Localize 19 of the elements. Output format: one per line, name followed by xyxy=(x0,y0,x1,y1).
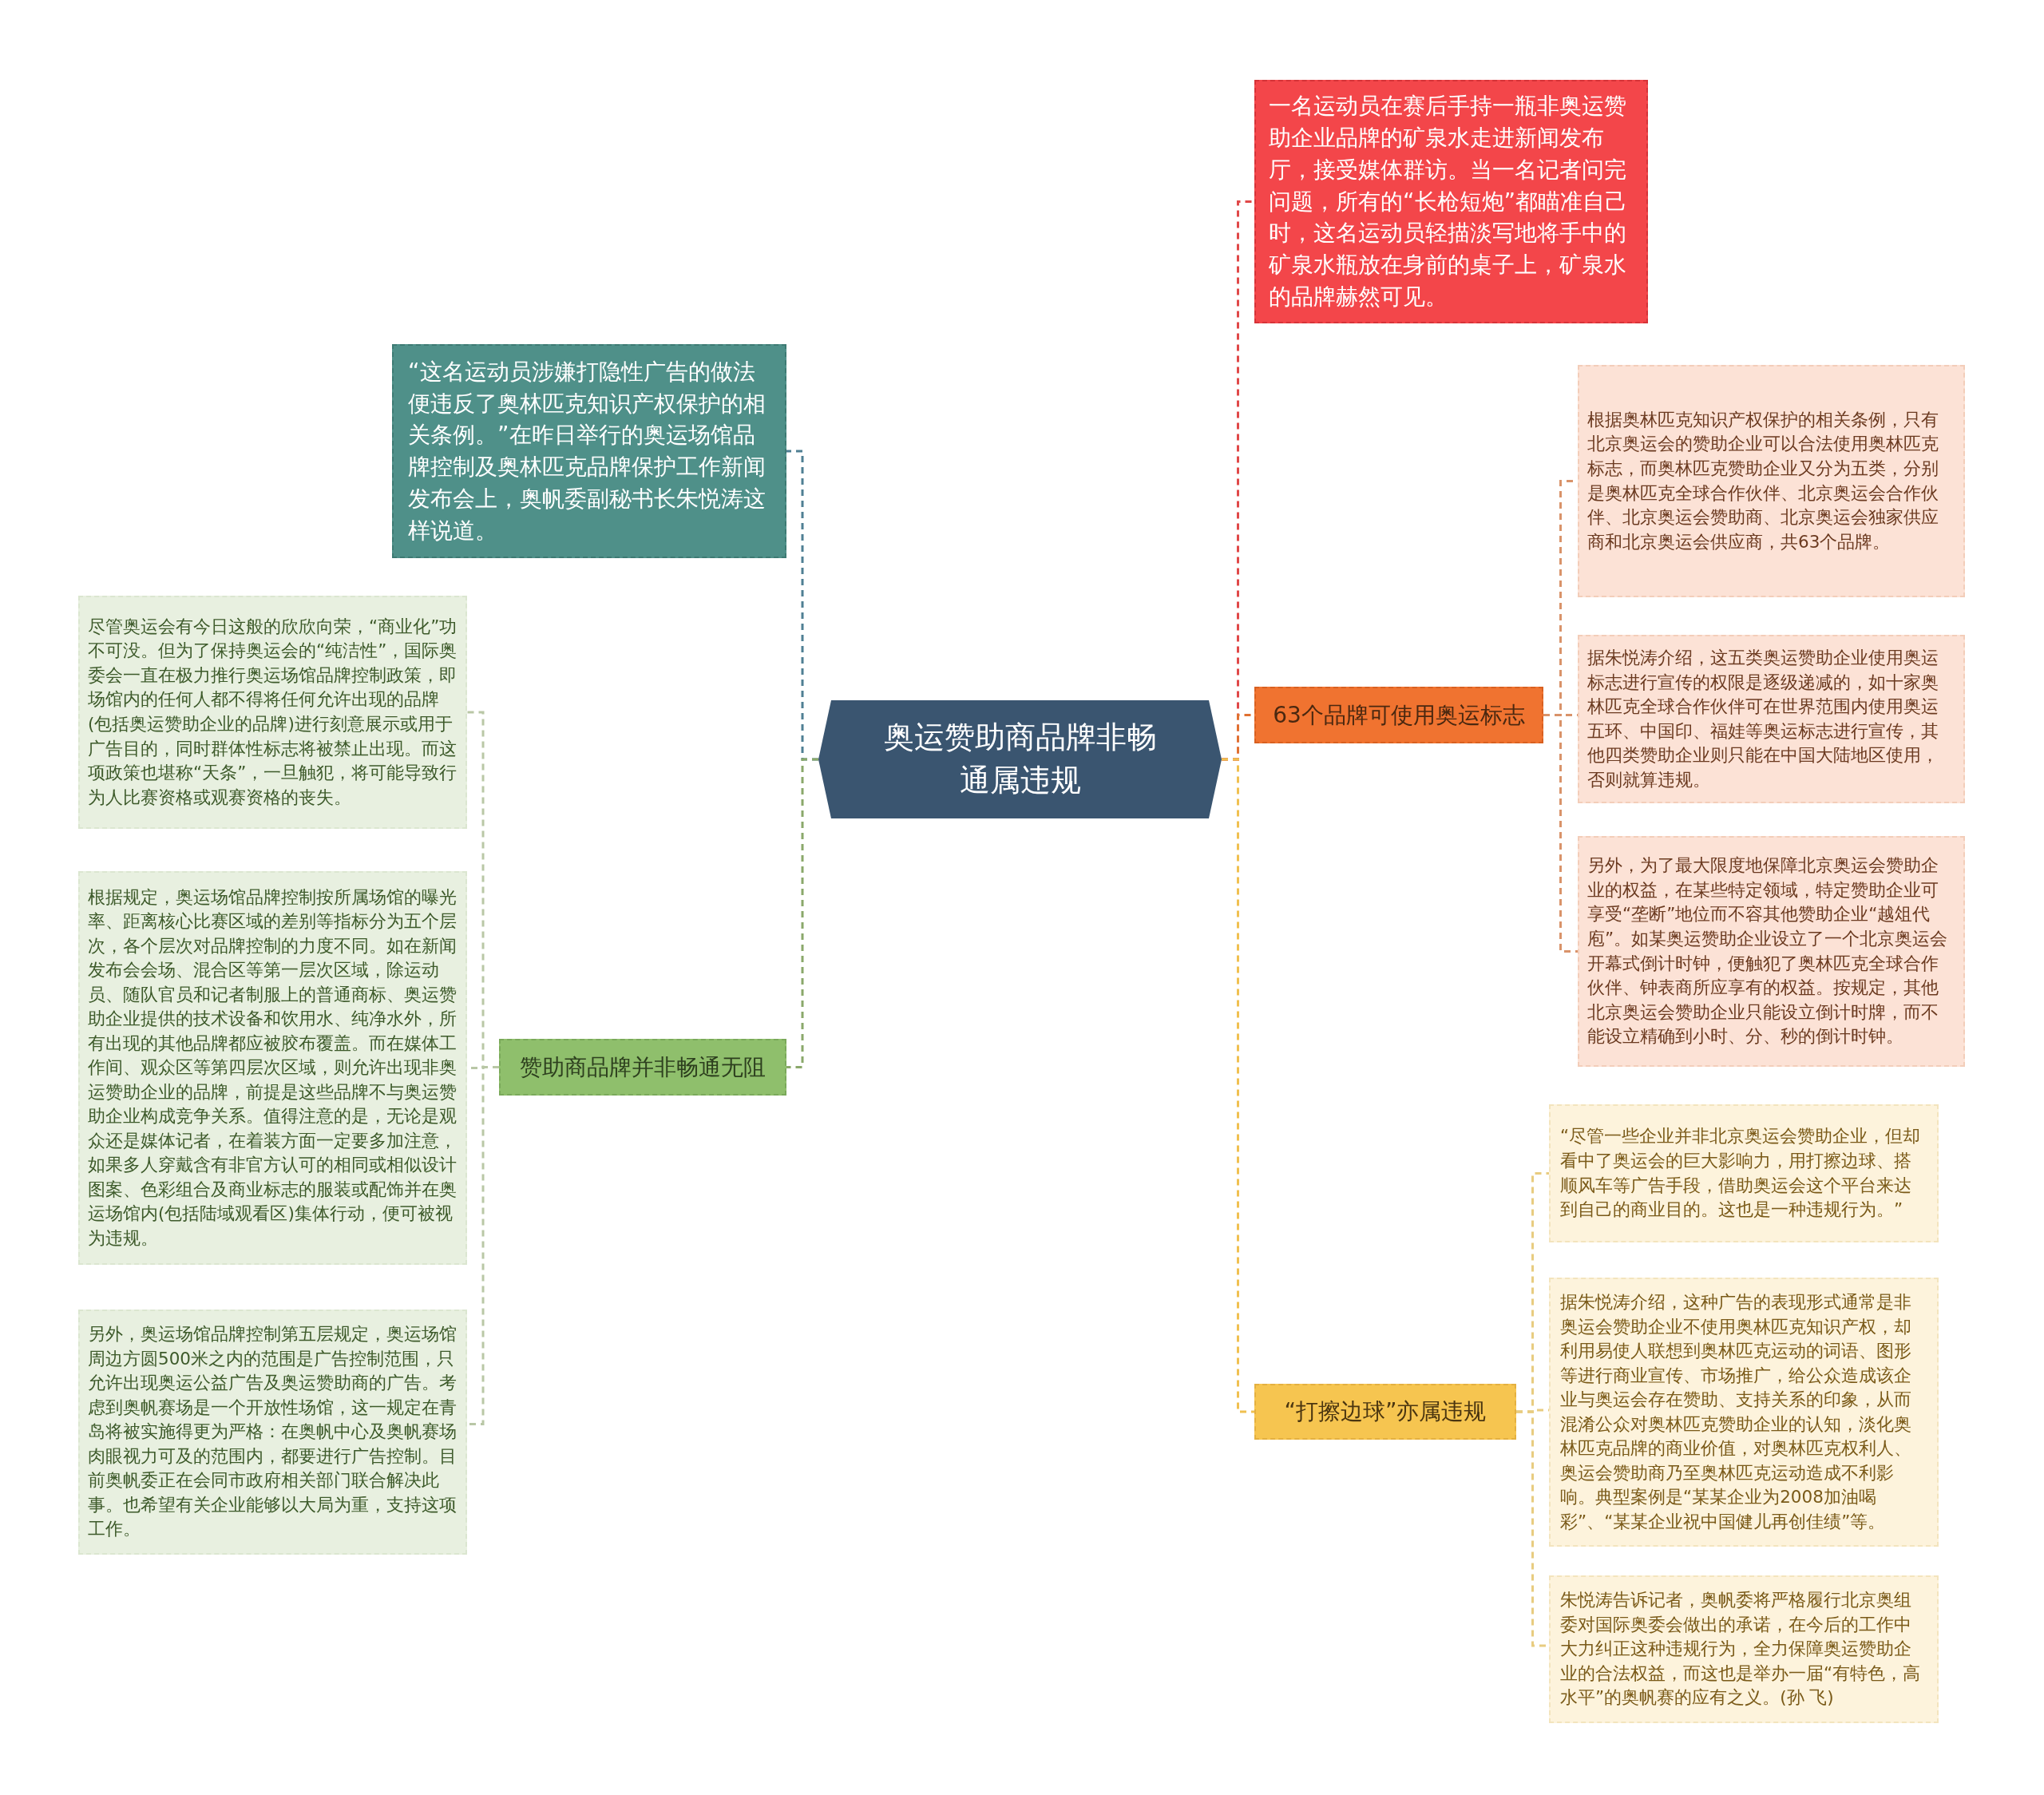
connector xyxy=(467,1066,499,1425)
text-box: “尽管一些企业并非北京奥运会赞助企业，但却看中了奥运会的巨大影响力，用打擦边球、搭顺风车等广告手段，借助奥运会这个平台来达到自己的商业目的。这也是一种违规行为。” xyxy=(1549,1104,1939,1242)
quote-box: “这名运动员涉嫌打隐性广告的做法便违反了奥林匹克知识产权保护的相关条例。”在昨日举行的奥运场馆品牌控制及奥林匹克品牌保护工作新闻发布会上，奥帆委副秘书长朱悦涛这样说道。 xyxy=(392,344,786,558)
title-hexagon: 奥运赞助商品牌非畅通属违规 xyxy=(818,700,1222,818)
quote-box: 一名运动员在赛后手持一瓶非奥运赞助企业品牌的矿泉水走进新闻发布厅，接受媒体群访。当一名记者问完问题，所有的“长枪短炮”都瞄准自己时，这名运动员轻描淡写地将手中的矿泉水瓶放在身前的桌子上，矿泉水的品牌赫然可见。 xyxy=(1254,80,1648,323)
topic-box: 63个品牌可使用奥运标志 xyxy=(1254,687,1543,743)
text-box: 据朱悦涛介绍，这种广告的表现形式通常是非奥运会赞助企业不使用奥林匹克知识产权，却利用易使人联想到奥林匹克运动的词语、图形等进行商业宣传、市场推广，给公众造成该企业与奥运会存在赞助、支持关系的印象，从而混淆公众对奥林匹克赞助企业的认知，淡化奥林匹克品牌的商业价值，对奥林匹克权利人、奥运会赞助商乃至奥林匹克运动造成不利影响。典型案例是“某某企业为2008加油喝彩”、“某某企业祝中国健儿再创佳绩”等。 xyxy=(1549,1278,1939,1547)
topic-box: “打擦边球”亦属违规 xyxy=(1254,1384,1516,1440)
topic-box: 赞助商品牌并非畅通无阻 xyxy=(499,1039,786,1096)
connector xyxy=(1222,758,1254,1413)
text-box: 根据奥林匹克知识产权保护的相关条例，只有北京奥运会的赞助企业可以合法使用奥林匹克标志，而奥林匹克赞助企业又分为五类，分别是奥林匹克全球合作伙伴、北京奥运会合作伙伴、北京奥运会赞助商、北京奥运会独家供应商和北京奥运会供应商，共63个品牌。 xyxy=(1578,365,1965,597)
text-box: 另外，为了最大限度地保障北京奥运会赞助企业的权益，在某些特定领域，特定赞助企业可享受“垄断”地位而不容其他赞助企业“越俎代庖”。如某奥运赞助企业设立了一个北京奥运会开幕式倒计时钟，便触犯了奥林匹克全球合作伙伴、钟表商所应享有的权益。按规定，其他北京奥运会赞助企业只能设立倒计时牌，而不能设立精确到小时、分、秒的倒计时钟。 xyxy=(1578,836,1965,1067)
connector xyxy=(786,758,818,1068)
text-box: 朱悦涛告诉记者，奥帆委将严格履行北京奥组委对国际奥委会做出的承诺，在今后的工作中大力纠正这种违规行为，全力保障奥运赞助企业的合法权益，而这也是举办一届“有特色，高水平”的奥帆赛的应有之义。(孙 飞) xyxy=(1549,1575,1939,1723)
text-box: 另外，奥运场馆品牌控制第五层规定，奥运场馆周边方圆500米之内的范围是广告控制范围，只允许出现奥运公益广告及奥运赞助商的广告。考虑到奥帆赛场是一个开放性场馆，这一规定在青岛将被实施得更为严格：在奥帆中心及奥帆赛场肉眼视力可及的范围内，都要进行广告控制。目前奥帆委正在会同市政府相关部门联合解决此事。也希望有关企业能够以大局为重，支持这项工作。 xyxy=(78,1310,467,1555)
text-box: 根据规定，奥运场馆品牌控制按所属场馆的曝光率、距离核心比赛区域的差别等指标分为五个层次，各个层次对品牌控制的力度不同。如在新闻发布会会场、混合区等第一层次区域，除运动员、随队官员和记者制服上的普通商标、奥运赞助企业提供的技术设备和饮用水、纯净水外，所有出现的其他品牌都应被胶布覆盖。而在媒体工作间、观众区等第四层次区域，则允许出现非奥运赞助企业的品牌，前提是这些品牌不与奥运赞助企业构成竞争关系。值得注意的是，无论是观众还是媒体记者，在着装方面一定要多加注意，如果多人穿戴含有非官方认可的相同或相似设计图案、色彩组合及商业标志的服装或配饰并在奥运场馆内(包括陆域观看区)集体行动，便可被视为违规。 xyxy=(78,871,467,1265)
connector xyxy=(1543,714,1578,953)
text-box: 尽管奥运会有今日这般的欣欣向荣，“商业化”功不可没。但为了保持奥运会的“纯洁性”，国际奥委会一直在极力推行奥运场馆品牌控制政策，即场馆内的任何人都不得将任何允许出现的品牌(包括奥运赞助企业的品牌)进行刻意展示或用于广告目的，同时群体性标志将被禁止出现。而这项政策也堪称“天条”，一旦触犯，将可能导致行为人比赛资格或观赛资格的丧失。 xyxy=(78,596,467,829)
text-box: 据朱悦涛介绍，这五类奥运赞助企业使用奥运标志进行宣传的权限是逐级递减的，如十家奥林匹克全球合作伙伴可在世界范围内使用奥运五环、中国印、福娃等奥运标志进行宣传，其他四类赞助企业则只能在中国大陆地区使用，否则就算违规。 xyxy=(1578,635,1965,804)
